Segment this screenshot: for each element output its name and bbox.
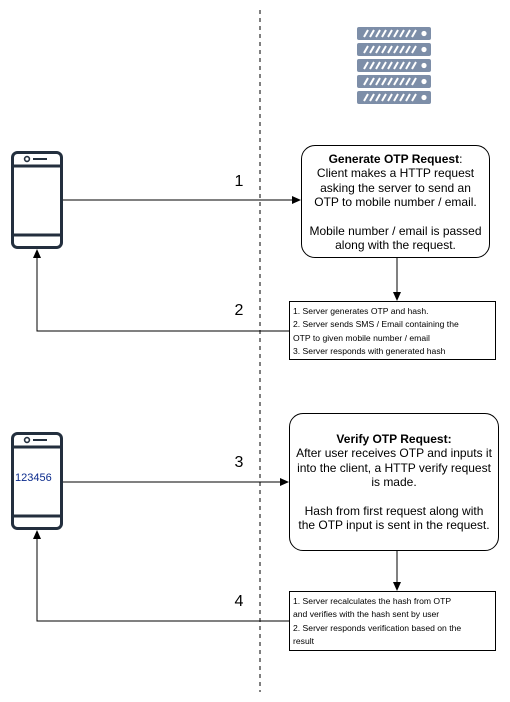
step-label-4: 4 bbox=[234, 593, 244, 610]
generate-request-title: Generate OTP Request bbox=[328, 152, 460, 166]
server-icon bbox=[357, 27, 431, 104]
verify-request-title: Verify OTP Request: bbox=[336, 432, 452, 446]
generate-response-item: 3. Server responds with generated hash bbox=[293, 346, 446, 357]
mobile-phone-otp-icon bbox=[11, 432, 63, 530]
mobile-phone-icon bbox=[11, 151, 63, 249]
verify-request-note: Hash from first request along with the O… bbox=[298, 503, 490, 533]
generate-response-item: 1. Server generates OTP and hash. bbox=[293, 306, 429, 316]
generate-request-note: Mobile number / email is passed along wi… bbox=[309, 223, 482, 253]
arrow-step-4 bbox=[33, 530, 289, 622]
generate-request-title-colon: : bbox=[459, 152, 463, 166]
verify-otp-request-box: Verify OTP Request: After user receives … bbox=[289, 413, 499, 551]
step-label-3: 3 bbox=[234, 454, 244, 471]
generate-otp-response-box: 1. Server generates OTP and hash. 2. Ser… bbox=[289, 301, 496, 360]
verify-response-item: 1. Server recalculates the hash from OTP bbox=[293, 596, 452, 606]
generate-request-title-line: Generate OTP Request: bbox=[307, 152, 484, 166]
step-label-2: 2 bbox=[234, 302, 244, 319]
verify-request-description: After user receives OTP and inputs it in… bbox=[296, 446, 492, 490]
arrow-step-2 bbox=[33, 249, 289, 332]
generate-otp-request-box: Generate OTP Request: Client makes a HTT… bbox=[301, 145, 490, 258]
generate-request-description: Client makes a HTTP request asking the s… bbox=[314, 166, 477, 210]
verify-response-item: and verifies with the hash sent by user bbox=[293, 609, 440, 620]
generate-response-item: 2. Server sends SMS / Email containing t… bbox=[293, 319, 459, 330]
generate-response-item: OTP to given mobile number / email bbox=[293, 332, 430, 343]
phone-otp-text: 123456 bbox=[15, 472, 52, 484]
verify-otp-response-box: 1. Server recalculates the hash from OTP… bbox=[289, 591, 496, 651]
step-label-1: 1 bbox=[234, 173, 244, 190]
verify-response-item: 2. Server responds verification based on… bbox=[293, 622, 462, 633]
verify-response-item: result bbox=[293, 636, 315, 647]
